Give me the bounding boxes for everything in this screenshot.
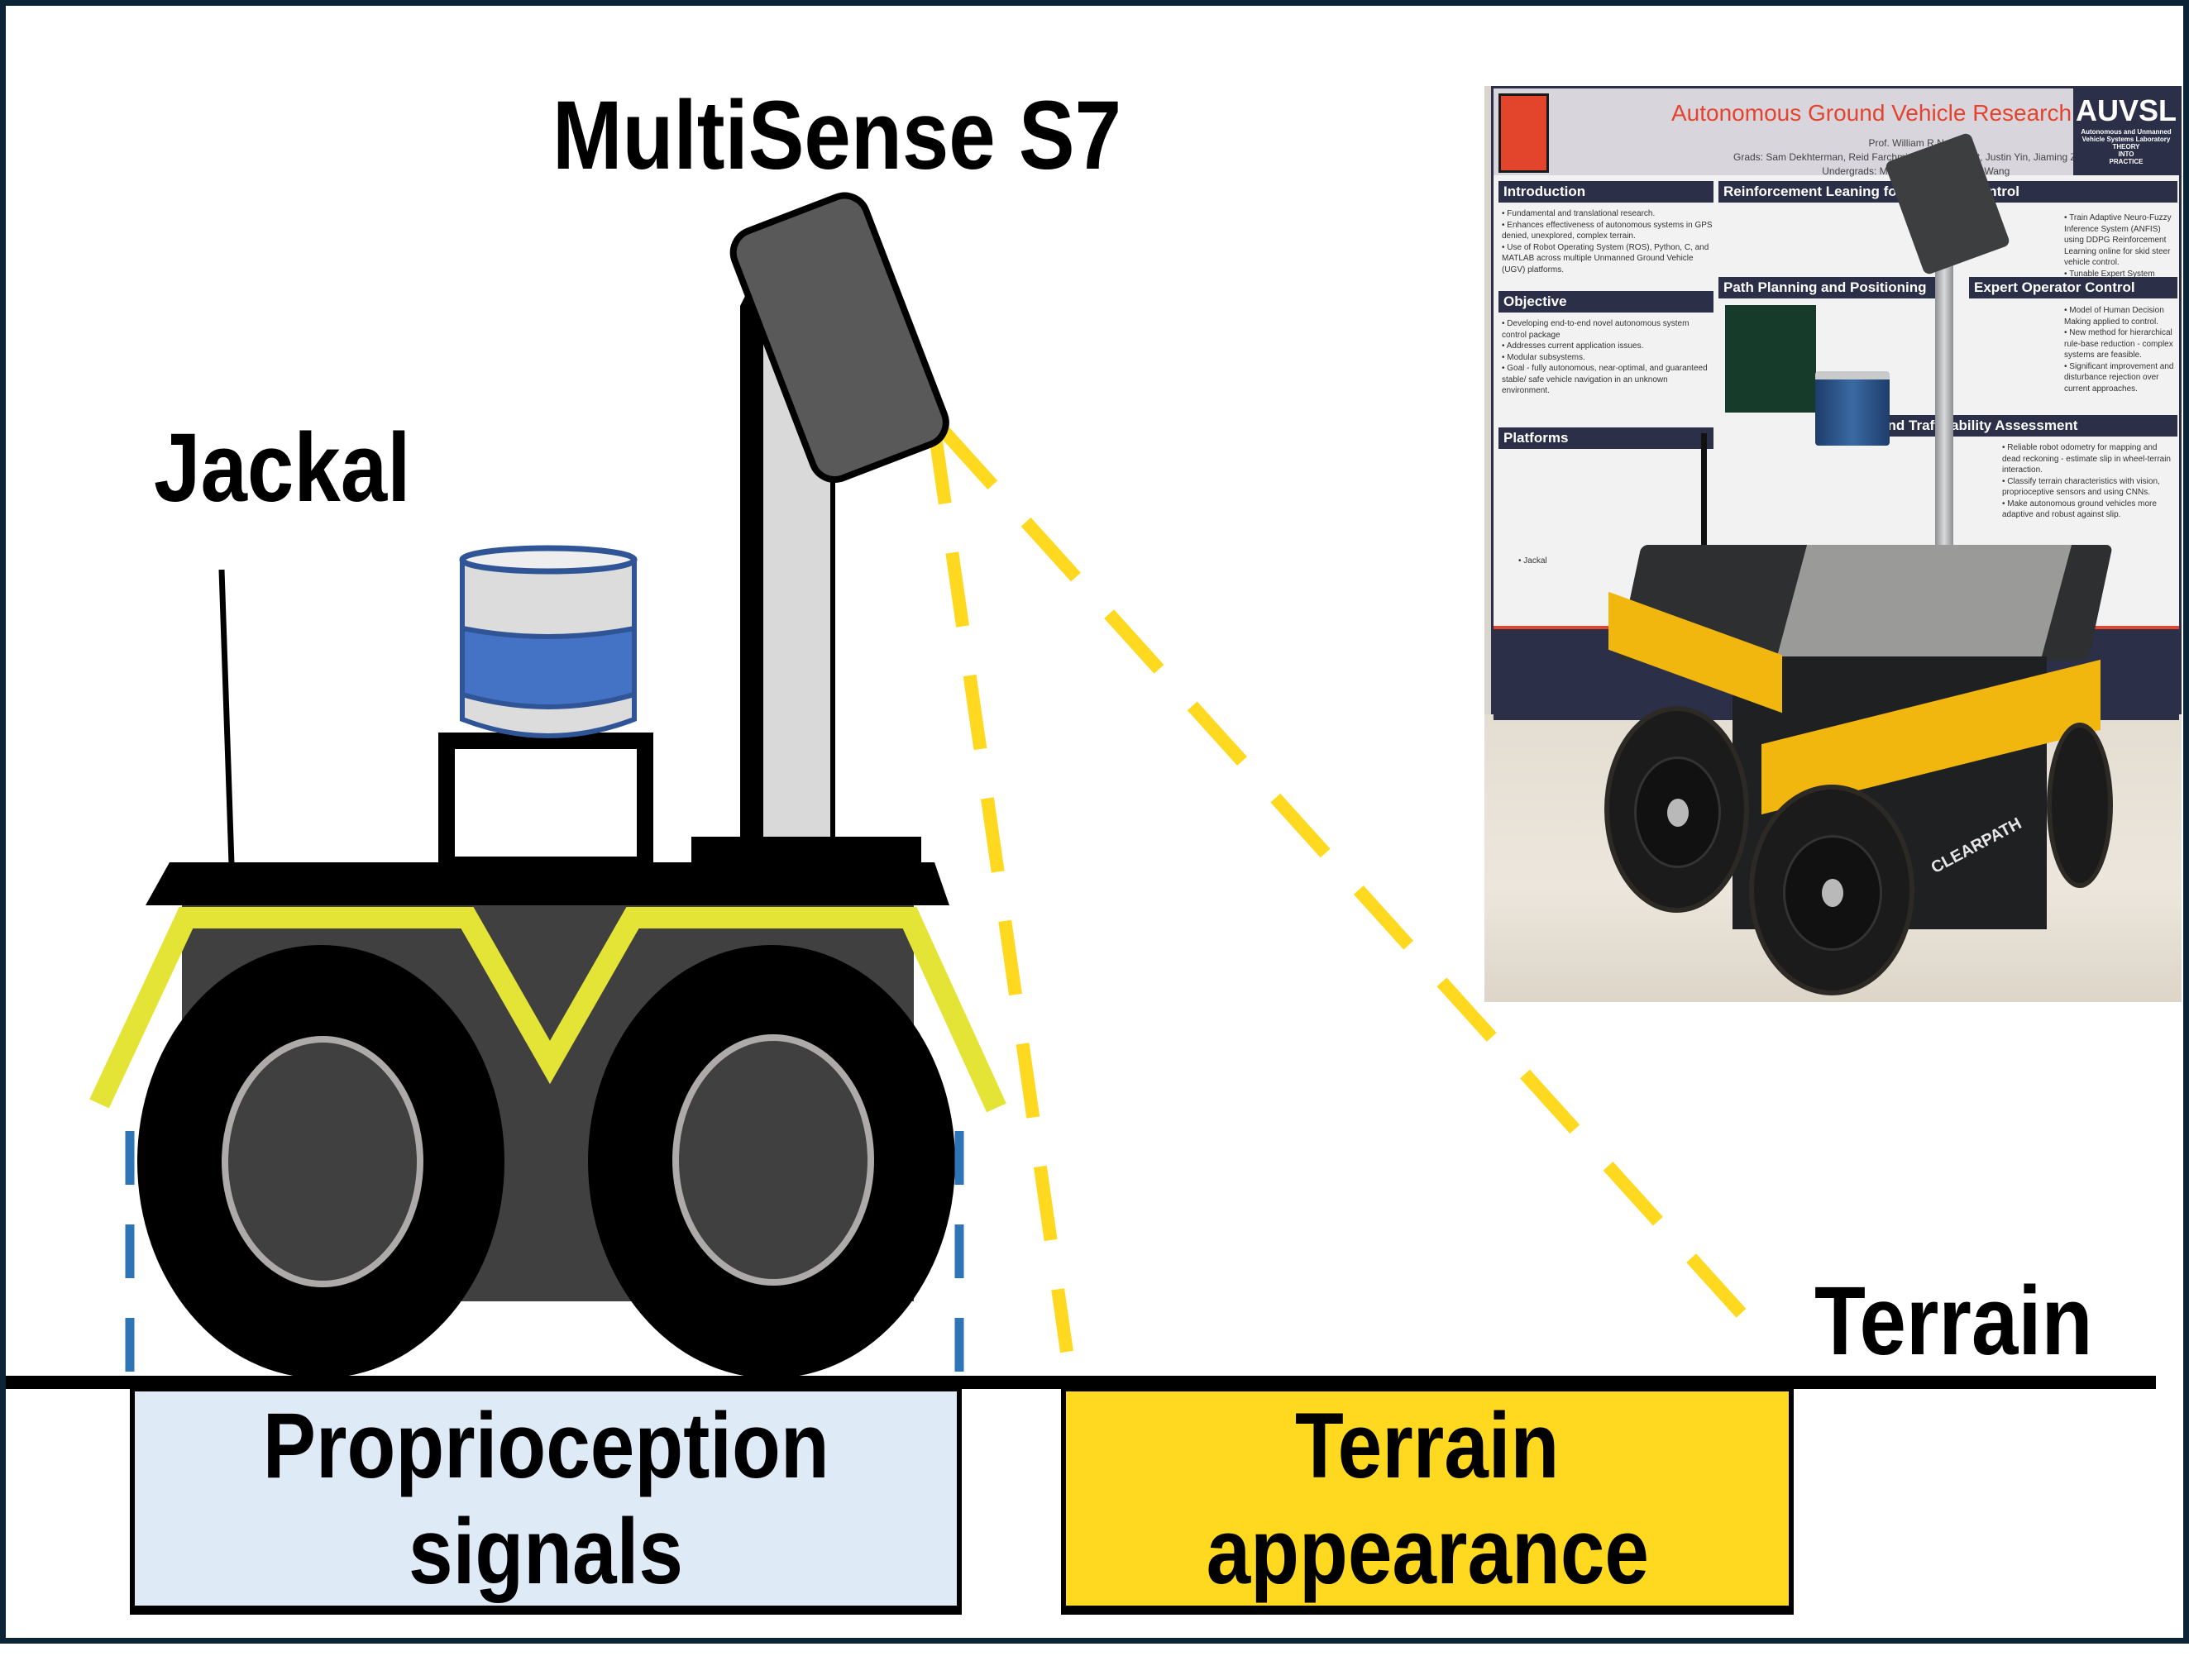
- section-path-planning: Path Planning and Positioning: [1718, 277, 1950, 298]
- photo-lidar: [1815, 371, 1890, 446]
- mast-base: [691, 837, 921, 866]
- bullet: Addresses current application issues.: [1502, 341, 1713, 352]
- motto-3: PRACTICE: [2109, 158, 2144, 165]
- introduction-bullets: Fundamental and translational research. …: [1502, 208, 1713, 275]
- proprioception-box: [130, 1386, 962, 1615]
- terrain-label: Terrain: [1814, 1267, 2093, 1376]
- lab-full-name: Autonomous and Unmanned Vehicle Systems …: [2081, 128, 2172, 143]
- expert-bullets: Model of Human Decision Making applied t…: [2064, 305, 2176, 394]
- top-plate: [146, 862, 949, 905]
- lidar-icon: [459, 545, 638, 738]
- trafficability-bullets: Reliable robot odometry for mapping and …: [2002, 442, 2176, 521]
- bullet: Fundamental and translational research.: [1502, 208, 1713, 220]
- bullet: Developing end-to-end novel autonomous s…: [1502, 318, 1713, 341]
- multisense-label: MultiSense S7: [552, 81, 1122, 190]
- terrain-appearance-box: [1061, 1386, 1794, 1615]
- proprioception-line-1: Proprioception: [262, 1394, 829, 1497]
- terrain-appearance-line-1: Terrain: [1295, 1394, 1560, 1497]
- bullet: Use of Robot Operating System (ROS), Pyt…: [1502, 242, 1713, 276]
- proprioception-label: Proprioception signals: [132, 1391, 959, 1607]
- left-wheel: [137, 945, 504, 1378]
- poster-header: [1494, 88, 2179, 175]
- section-introduction: Introduction: [1498, 181, 1713, 203]
- terrain-appearance-label: Terrain appearance: [1063, 1391, 1791, 1607]
- photo-antenna: [1701, 433, 1707, 582]
- ground-line: [6, 1376, 2156, 1389]
- bullet: Train Adaptive Neuro-Fuzzy Inference Sys…: [2064, 212, 2176, 269]
- photo-wheel-front: [1749, 785, 1914, 995]
- proprioception-line-2: signals: [409, 1500, 683, 1603]
- fender-outline: [89, 907, 1006, 1113]
- lab-name: AUVSL: [2075, 93, 2177, 127]
- bullet: New method for hierarchical rule-base re…: [2064, 327, 2176, 361]
- photo-wheel-rear: [1604, 706, 1749, 913]
- rl-bullets: Train Adaptive Neuro-Fuzzy Inference Sys…: [2064, 212, 2176, 279]
- lab-logo: AUVSL Autonomous and Unmanned Vehicle Sy…: [2073, 88, 2179, 175]
- bullet: Jackal: [1518, 556, 1546, 567]
- photo-hub: [1783, 835, 1882, 951]
- multisense-sensor-icon: [729, 192, 949, 483]
- photo-metal-plate: [1773, 545, 2072, 669]
- bullet: Make autonomous ground vehicles more ada…: [2002, 499, 2176, 521]
- jackal-label: Jackal: [154, 413, 411, 523]
- bullet: Significant improvement and disturbance …: [2064, 361, 2176, 395]
- section-objective: Objective: [1498, 291, 1713, 313]
- proprioception-box-shadow: [130, 1606, 962, 1614]
- poster-author: Prof. William R Norris: [1868, 137, 1964, 149]
- fov-far-ray: [938, 425, 1762, 1336]
- photo-hub: [1634, 756, 1721, 868]
- antenna: [218, 569, 235, 865]
- objective-bullets: Developing end-to-end novel autonomous s…: [1502, 318, 1713, 397]
- bullet: Goal - fully autonomous, near-optimal, a…: [1502, 363, 1713, 397]
- bullet: Modular subsystems.: [1502, 352, 1713, 364]
- bullet: Enhances effectiveness of autonomous sys…: [1502, 220, 1713, 242]
- poster-title: Autonomous Ground Vehicle Research: [1671, 100, 2072, 126]
- bullet: Reliable robot odometry for mapping and …: [2002, 442, 2176, 476]
- university-logo-icon: [1498, 93, 1549, 173]
- robot-photo: Autonomous Ground Vehicle Research Prof.…: [1484, 86, 2182, 1002]
- lidar-pedestal: [438, 733, 653, 873]
- path-planning-image: [1725, 305, 1816, 413]
- bullet: Model of Human Decision Making applied t…: [2064, 305, 2176, 327]
- terrain-appearance-line-2: appearance: [1206, 1500, 1649, 1603]
- section-expert-control: Expert Operator Control: [1969, 277, 2177, 298]
- motto-2: INTO: [2118, 150, 2134, 158]
- fov-near-ray: [928, 428, 1073, 1353]
- platforms-caption: Jackal: [1518, 556, 1546, 567]
- motto-1: THEORY: [2112, 143, 2140, 150]
- bullet: Tunable Expert System: [2064, 269, 2176, 280]
- section-platforms: Platforms: [1498, 427, 1713, 449]
- bullet: Classify terrain characteristics with vi…: [2002, 476, 2176, 499]
- right-wheel: [588, 945, 955, 1378]
- terrain-appearance-box-shadow: [1061, 1606, 1794, 1614]
- photo-wheel-far: [2047, 723, 2113, 888]
